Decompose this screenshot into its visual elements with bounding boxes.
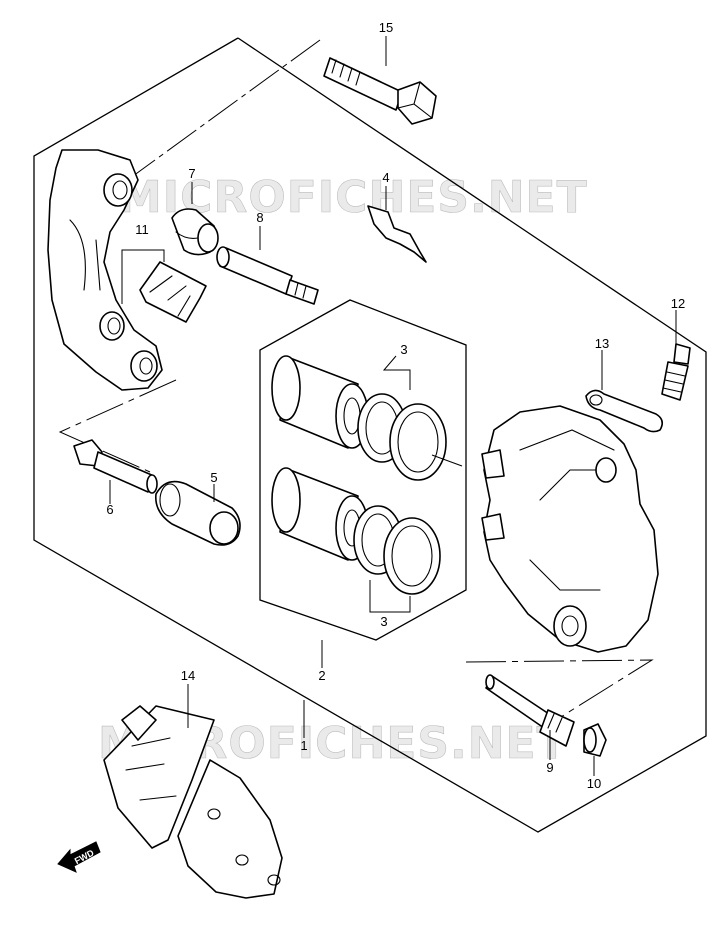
bolt-15 bbox=[323, 57, 437, 125]
bleeder-cap-13 bbox=[585, 389, 664, 433]
callout-leaders bbox=[109, 36, 677, 776]
callout-15: 15 bbox=[379, 20, 393, 35]
callout-6: 6 bbox=[106, 502, 113, 517]
callout-10: 10 bbox=[587, 776, 601, 791]
callout-12: 12 bbox=[671, 296, 685, 311]
forward-direction-arrow[interactable]: FWD bbox=[57, 841, 101, 873]
caliper-divider-line bbox=[465, 659, 654, 731]
slide-pin-8 bbox=[216, 246, 319, 305]
piston-upper bbox=[271, 355, 369, 449]
callout-5: 5 bbox=[210, 470, 217, 485]
callout-4: 4 bbox=[382, 170, 389, 185]
callout-9: 9 bbox=[546, 760, 553, 775]
callout-8: 8 bbox=[256, 210, 263, 225]
pin-cap-10 bbox=[583, 723, 607, 757]
callout-13: 13 bbox=[595, 336, 609, 351]
callout-3-lower: 3 bbox=[380, 614, 387, 629]
bracket-divider-line bbox=[58, 379, 177, 473]
seal-set-3-lower bbox=[353, 505, 441, 595]
assembly-frame-1 bbox=[33, 37, 707, 833]
callout-3-upper: 3 bbox=[400, 342, 407, 357]
pad-spring-11 bbox=[139, 261, 207, 323]
boot-7 bbox=[171, 208, 219, 256]
bleeder-valve-12 bbox=[661, 343, 691, 401]
callout-7: 7 bbox=[188, 166, 195, 181]
caliper-body bbox=[481, 405, 659, 653]
slide-pin-9 bbox=[485, 674, 575, 747]
pad-clip-4 bbox=[367, 205, 427, 263]
piston-kit-frame-2 bbox=[259, 299, 467, 641]
brake-pad-set-14 bbox=[103, 705, 283, 899]
callout-2: 2 bbox=[318, 668, 325, 683]
slide-pin-6 bbox=[73, 439, 158, 494]
callout-1: 1 bbox=[300, 738, 307, 753]
caliper-bracket bbox=[47, 149, 163, 391]
seal-set-3-upper bbox=[357, 393, 463, 481]
boot-5 bbox=[155, 480, 241, 546]
callout-11: 11 bbox=[135, 222, 149, 237]
piston-lower bbox=[271, 467, 369, 561]
bolt-axis-line bbox=[99, 39, 321, 201]
callout-14: 14 bbox=[181, 668, 195, 683]
